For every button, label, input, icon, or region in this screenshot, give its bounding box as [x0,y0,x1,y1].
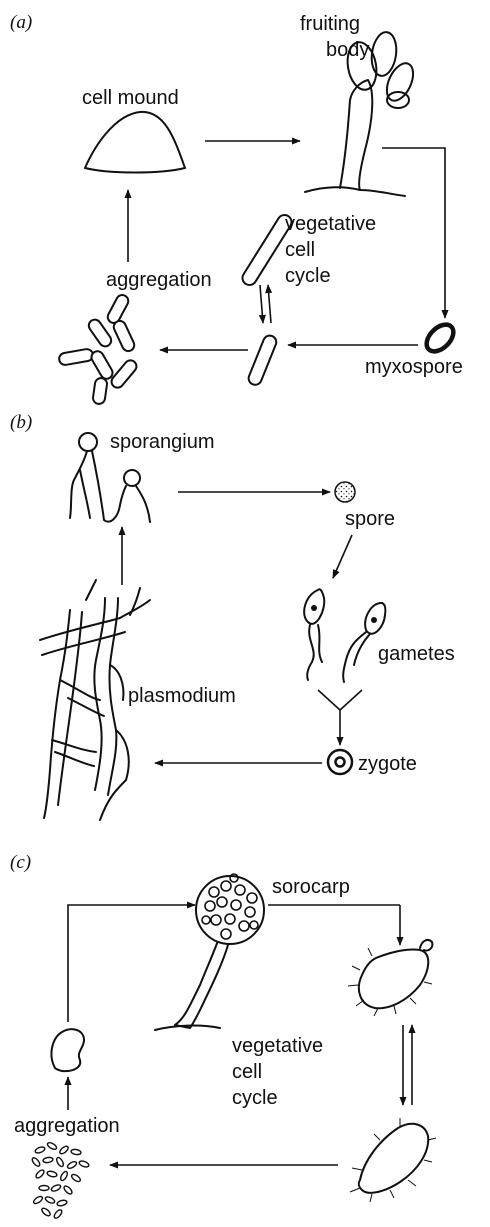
arrow-cycle-down [260,285,263,323]
myxospore-label: myxospore [365,356,463,378]
myxospore [422,320,459,357]
cell-mound [85,112,185,173]
sporangium-label: sporangium [110,431,215,453]
spore [335,482,355,502]
vegetative-cell-lower [247,334,279,387]
panel-label: (b) [10,412,32,433]
sorocarp [155,874,264,1030]
aggregation-cells [31,1141,90,1219]
sorocarp-label: sorocarp [272,876,350,898]
arrow-fruiting-to-myxospore [382,148,445,318]
plasmodium-label: plasmodium [128,685,236,707]
vegetative-label-line2: cell [232,1061,262,1083]
vegetative-label-line3: cycle [232,1087,278,1109]
cell-mound [51,1029,84,1071]
panel-a: (a) cell mound fruiting body myxospore v… [10,12,463,405]
vegetative-label-line1: vegetative [232,1035,323,1057]
panel-b: (b) sporangium spore gametes [10,412,455,820]
gametes-label: gametes [378,643,455,665]
vegetative-label-line2: cell [285,239,315,261]
aggregation-label: aggregation [106,269,212,291]
aggregation-cells [58,293,139,405]
panel-c: (c) sorocarp [10,852,436,1219]
spore-label: spore [345,508,395,530]
panel-label: (c) [10,852,31,873]
vegetative-label-line3: cycle [285,265,331,287]
zygote-label: zygote [358,753,417,775]
fusion-lines [318,690,362,710]
fruiting-body-label-line1: fruiting [300,13,360,35]
amoeba-upper [348,940,432,1016]
arrow-cycle-up [268,285,271,323]
zygote [328,750,352,774]
amoeba-lower [350,1118,436,1202]
fruiting-body-label-line2: body [326,39,369,61]
arrow-mound-to-sorocarp [68,905,195,1022]
cell-mound-label: cell mound [82,87,179,109]
arrow-spore-to-gametes [333,535,352,578]
panel-label: (a) [10,12,32,33]
vegetative-label-line1: vegetative [285,213,376,235]
aggregation-label: aggregation [14,1115,120,1137]
gametes [304,589,385,682]
